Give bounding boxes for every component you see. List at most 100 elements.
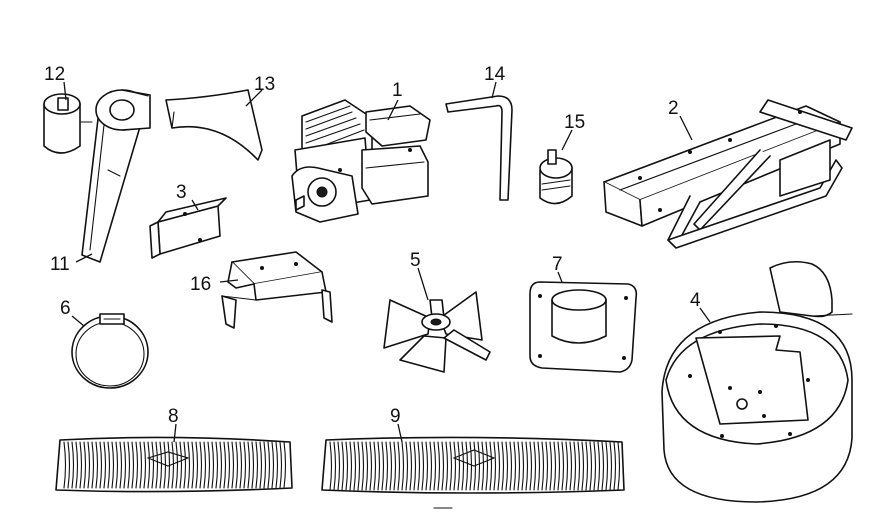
hose-rib xyxy=(227,441,231,489)
hose-rib xyxy=(433,441,437,491)
hose-rib xyxy=(215,441,219,489)
hose-rib xyxy=(545,441,549,491)
hose-rib xyxy=(425,441,429,491)
hose-rib xyxy=(397,441,401,491)
hose-rib xyxy=(263,441,267,489)
label-3: 3 xyxy=(176,182,187,203)
hose-rib xyxy=(365,441,369,491)
hose-rib xyxy=(337,441,341,491)
part-1-engine xyxy=(291,99,431,223)
label-14: 14 xyxy=(484,64,506,85)
part-8-hose xyxy=(55,436,293,493)
label-7: 7 xyxy=(552,254,563,275)
hose-rib xyxy=(235,441,239,489)
hose-rib xyxy=(457,441,461,491)
hose-rib xyxy=(373,441,377,491)
hose-rib xyxy=(581,441,585,491)
hose-rib xyxy=(99,441,103,489)
hose-rib xyxy=(147,441,151,489)
leader-lines xyxy=(63,81,711,443)
part-12-cover xyxy=(43,93,93,154)
hose-rib xyxy=(103,441,107,489)
hose-rib xyxy=(401,441,405,491)
hose-rib xyxy=(565,441,569,491)
hose-rib xyxy=(143,441,147,489)
part-2-frame xyxy=(603,99,853,249)
hose-rib xyxy=(107,441,111,489)
hose-rib xyxy=(577,441,581,491)
hose-rib xyxy=(151,441,155,489)
hose-rib xyxy=(389,441,393,491)
hose-rib xyxy=(251,441,255,489)
hose-rib xyxy=(91,441,95,489)
hose-rib xyxy=(453,441,457,491)
hose-rib xyxy=(585,441,589,491)
hose-rib xyxy=(505,441,509,491)
hose-rib xyxy=(517,441,521,491)
hose-rib xyxy=(203,441,207,489)
hose-rib xyxy=(199,441,203,489)
part-labels: 1 2 3 4 5 6 7 8 9 11 12 13 14 15 16 xyxy=(44,64,701,427)
hose-rib xyxy=(353,441,357,491)
hose-rib xyxy=(613,441,617,491)
hose-rib xyxy=(195,441,199,489)
hose-rib xyxy=(413,441,417,491)
hose-rib xyxy=(521,441,525,491)
part-16-mount-bracket xyxy=(221,251,333,329)
hose-rib xyxy=(441,441,445,491)
hose-rib xyxy=(489,441,493,491)
part-4-blower-housing xyxy=(661,260,853,503)
hose-rib xyxy=(409,441,413,491)
label-11: 11 xyxy=(50,254,70,275)
hose-rib xyxy=(119,441,123,489)
hose-rib xyxy=(601,441,605,491)
hose-rib xyxy=(405,441,409,491)
hose-rib xyxy=(357,441,361,491)
hose-rib xyxy=(445,441,449,491)
hose-rib xyxy=(481,441,485,491)
part-7-flange xyxy=(529,281,638,373)
part-14-l-rod xyxy=(445,95,513,201)
hose-rib xyxy=(461,441,465,491)
hose-rib xyxy=(179,441,183,489)
hose-rib xyxy=(605,441,609,491)
hose-rib xyxy=(553,441,557,491)
hose-rib xyxy=(187,441,191,489)
hose-rib xyxy=(71,441,75,489)
hose-rib xyxy=(513,441,517,491)
hose-rib xyxy=(537,441,541,491)
hose-rib xyxy=(561,441,565,491)
hose-rib xyxy=(243,441,247,489)
hose-rib xyxy=(469,441,473,491)
hose-rib xyxy=(341,441,345,491)
label-8: 8 xyxy=(168,406,179,427)
part-5-impeller xyxy=(383,291,491,373)
hose-rib xyxy=(429,441,433,491)
hose-rib xyxy=(497,441,501,491)
label-4: 4 xyxy=(690,290,701,311)
hose-rib xyxy=(549,441,553,491)
hose-rib xyxy=(529,441,533,491)
label-2: 2 xyxy=(668,98,679,119)
part-15-cap xyxy=(539,149,573,205)
hose-rib xyxy=(267,441,271,489)
hose-rib xyxy=(473,441,477,491)
hose-rib xyxy=(349,441,353,491)
label-13: 13 xyxy=(254,74,275,95)
hose-rib xyxy=(417,441,421,491)
hose-rib xyxy=(377,441,381,491)
part-3-bracket xyxy=(149,197,227,259)
hose-rib xyxy=(135,441,139,489)
label-5: 5 xyxy=(410,250,421,271)
hose-rib xyxy=(175,441,179,489)
hose-rib xyxy=(617,441,621,491)
hose-rib xyxy=(223,441,227,489)
hose-rib xyxy=(485,441,489,491)
hose-rib xyxy=(111,441,115,489)
hose-rib xyxy=(75,441,79,489)
part-9-hose xyxy=(321,436,625,494)
hose-rib xyxy=(369,441,373,491)
hose-rib xyxy=(361,441,365,491)
hose-rib xyxy=(67,441,71,489)
